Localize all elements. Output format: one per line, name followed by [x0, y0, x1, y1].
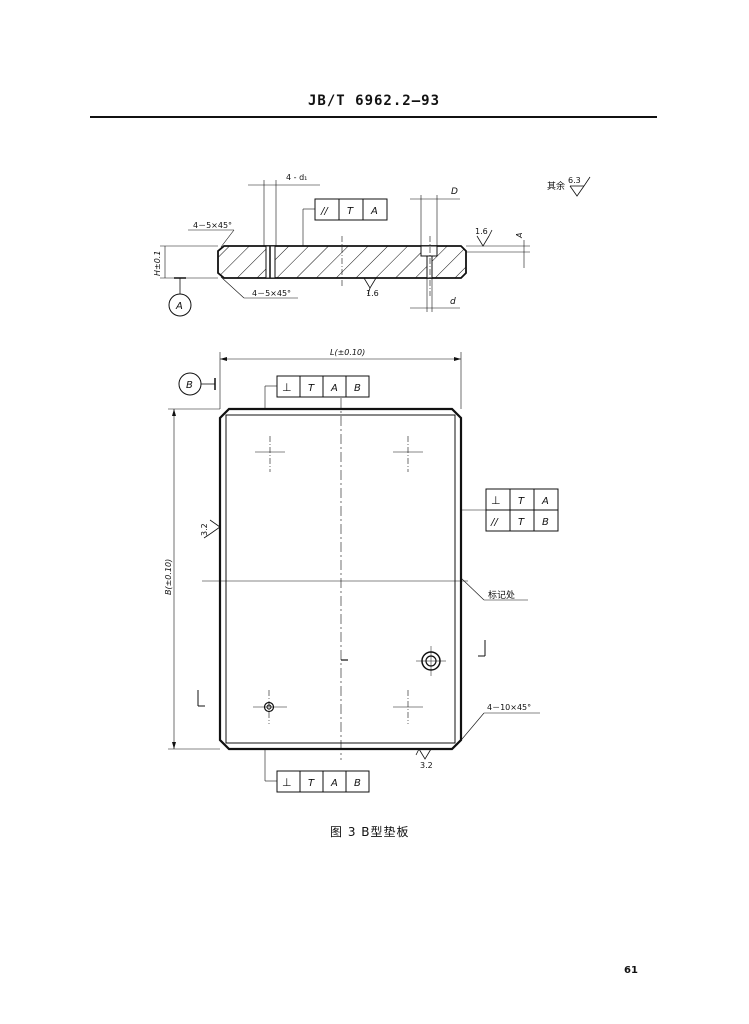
bottom-roughness-symbol [418, 748, 432, 760]
right-frame-r2-c3: B [542, 517, 549, 528]
tolerance-thickness-label: A [515, 233, 524, 239]
header-rule [90, 116, 657, 118]
datum-a-label: A [175, 301, 183, 312]
bottom-frame-cell-1: ⊥ [282, 776, 292, 789]
hole-mark-bl [253, 690, 287, 724]
top-frame: ⊥ T A B [276, 375, 370, 398]
right-frame-r1-c1: ⊥ [491, 494, 501, 507]
general-roughness-tail [583, 176, 591, 187]
top-frame-cell-4: B [354, 383, 361, 394]
right-frame-r1-c2: T [518, 496, 525, 507]
datum-a-circle [168, 293, 192, 317]
left-roughness: 3.2 [200, 523, 209, 536]
left-roughness-tail [203, 533, 211, 539]
right-frame-r1-c3: A [541, 496, 549, 507]
roughness-bottom-symbol [363, 277, 377, 289]
through-hole-label: d [450, 297, 456, 307]
general-roughness-prefix: 其余 [547, 180, 565, 192]
parallel-frame-cell-3: A [370, 206, 378, 217]
marking-label: 标记处 [488, 589, 515, 601]
hole-mark-br [393, 690, 423, 724]
general-roughness-symbol [569, 185, 585, 197]
top-frame-cell-2: T [308, 383, 315, 394]
bottom-roughness-tail [415, 748, 420, 756]
plan-view: L(±0.10) B(±0.10) B ⊥ T A B [164, 348, 559, 793]
chamfer-top-leader-2 [220, 229, 235, 248]
parallel-frame: // T A [314, 198, 388, 221]
general-roughness-note: 其余 6.3 [547, 176, 591, 197]
chamfer-bottom: 4－5×45° [252, 289, 291, 298]
datum-b-label: B [186, 380, 193, 391]
right-frame-r2-c1: // [490, 517, 499, 528]
thickness-label: H±0.1 [153, 251, 162, 276]
bottom-frame-cell-4: B [354, 778, 361, 789]
parallel-frame-cell-2: T [347, 206, 354, 217]
left-roughness-symbol [209, 519, 221, 535]
roughness-top-symbol [476, 235, 490, 247]
bottom-roughness: 3.2 [420, 761, 433, 770]
counterbore-right [420, 245, 438, 257]
general-roughness-value: 6.3 [568, 176, 581, 185]
right-frame-r2-c2: T [518, 517, 525, 528]
bottom-frame-cell-3: A [330, 778, 338, 789]
hole-mark-tr [393, 436, 423, 472]
chamfer-bottom-leader [220, 276, 245, 299]
bottom-frame: ⊥ T A B [276, 770, 370, 793]
page-number: 61 [624, 965, 638, 976]
marking-leader [460, 577, 485, 601]
plate-inner-edge [225, 414, 456, 744]
hole-mark-tl [255, 436, 285, 472]
pin-hole [416, 646, 446, 676]
section-mark-left [197, 690, 205, 707]
width-label: B(±0.10) [164, 559, 173, 595]
roughness-top: 1.6 [475, 227, 488, 236]
top-frame-cell-3: A [330, 383, 338, 394]
plate-outline [218, 407, 463, 751]
top-frame-cell-1: ⊥ [282, 381, 292, 394]
section-mark-right [478, 640, 486, 657]
bottom-frame-cell-2: T [308, 778, 315, 789]
hole-callout: 4 - d₁ [286, 173, 307, 182]
figure-caption: 图 3 B型垫板 [330, 825, 410, 839]
right-frame: ⊥ T A // T B [485, 488, 559, 532]
chamfer-top: 4－5×45° [193, 221, 232, 230]
standard-code: JB/T 6962.2—93 [308, 93, 441, 109]
corner-chamfer: 4－10×45° [487, 703, 531, 712]
length-label: L(±0.10) [330, 348, 365, 357]
counterbore-label: D [451, 187, 458, 197]
hole-right [426, 255, 433, 279]
roughness-bottom-tail [367, 287, 371, 295]
roughness-top-tail [488, 229, 493, 237]
section-view: 4 - d₁ D d 4－5×45° 4－5×45° H±0.1 A 1.6 1… [153, 173, 530, 317]
parallel-frame-cell-1: // [320, 206, 329, 217]
roughness-bottom: 1.6 [366, 289, 379, 298]
corner-chamfer-leader [456, 712, 485, 746]
